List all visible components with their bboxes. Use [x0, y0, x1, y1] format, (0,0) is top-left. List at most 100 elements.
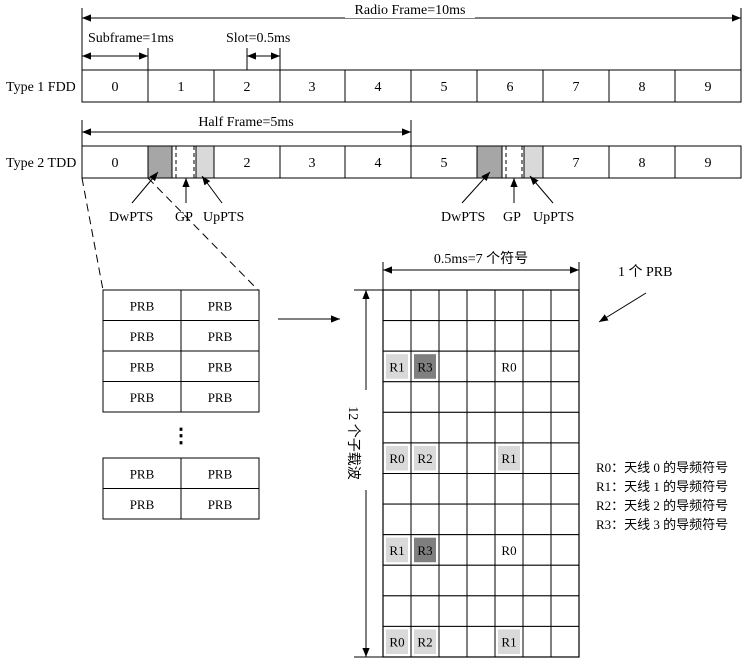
resource-element	[438, 350, 468, 383]
resource-element	[494, 564, 524, 597]
pilot-label-r1: R1	[501, 451, 516, 466]
prb-callout: 1 个 PRB	[598, 264, 672, 323]
special-subframe-callouts-2: DwPTS GP UpPTS	[441, 171, 574, 225]
fdd-subframe-5: 5	[441, 80, 448, 95]
legend-r0: R0：天线 0 的导频符号	[596, 460, 728, 475]
resource-element	[438, 595, 468, 627]
resource-element	[438, 503, 468, 536]
fdd-subframe-6: 6	[507, 80, 514, 95]
resource-element	[466, 595, 496, 627]
pilot-label-r1: R1	[501, 635, 516, 650]
legend-r1: R1：天线 1 的导频符号	[596, 479, 728, 494]
resource-element	[410, 381, 440, 413]
resource-element	[410, 564, 440, 597]
resource-element	[466, 472, 496, 505]
resource-element	[522, 595, 552, 627]
zoom-line-left	[81, 177, 104, 291]
prb-cell	[180, 488, 260, 520]
tdd-subframe-7: 7	[573, 156, 580, 171]
legend-r3: R3：天线 3 的导频符号	[596, 517, 728, 532]
legend-r2: R2：天线 2 的导频符号	[596, 498, 728, 513]
resource-element	[410, 320, 440, 352]
resource-element	[410, 411, 440, 444]
resource-element	[522, 625, 552, 658]
fdd-subframe-9: 9	[705, 80, 712, 95]
resource-element	[466, 350, 496, 383]
resource-element	[494, 595, 524, 627]
resource-element	[410, 503, 440, 536]
resource-element	[438, 564, 468, 597]
gp-label-2: GP	[503, 210, 521, 225]
fdd-subframe-7: 7	[573, 80, 580, 95]
prb-cell	[102, 289, 182, 321]
resource-element	[494, 411, 524, 444]
resource-element	[522, 289, 552, 322]
prb-callout-label: 1 个 PRB	[618, 264, 672, 280]
dwpts-label-2: DwPTS	[441, 210, 485, 225]
prb-cell	[102, 381, 182, 413]
gp-label-1: GP	[175, 210, 193, 225]
uppts-block-1	[195, 145, 215, 179]
prb-cell-label: PRB	[208, 298, 233, 313]
uppts-label-1: UpPTS	[203, 210, 244, 225]
frequency-dimension-label: 12 个子载波	[345, 406, 361, 480]
fdd-subframe-0: 0	[112, 80, 119, 95]
resource-element	[438, 442, 468, 474]
resource-element	[550, 503, 580, 536]
resource-element	[494, 320, 524, 352]
resource-element	[466, 411, 496, 444]
pilot-legend: R0：天线 0 的导频符号 R1：天线 1 的导频符号 R2：天线 2 的导频符…	[596, 460, 728, 532]
prb-cell-label: PRB	[130, 298, 155, 313]
pilot-cell-fill	[414, 445, 436, 471]
resource-element	[550, 534, 580, 566]
frequency-dimension: 12 个子载波	[345, 289, 383, 658]
resource-element	[522, 472, 552, 505]
resource-element	[438, 534, 468, 566]
tdd-label: Type 2 TDD	[6, 156, 76, 171]
resource-element	[550, 564, 580, 597]
resource-element	[410, 595, 440, 627]
prb-ellipsis: ⋮	[171, 425, 191, 447]
pilot-cell-fill	[386, 537, 408, 563]
resource-element	[522, 534, 552, 566]
radio-frame-dimension: Radio Frame=10ms	[81, 2, 742, 70]
slot-dimension: Slot=0.5ms	[226, 31, 290, 70]
prb-cell	[180, 381, 260, 413]
tdd-subframe-0: 0	[112, 156, 119, 171]
prb-cell-label: PRB	[130, 359, 155, 374]
pilot-label-r0: R0	[501, 543, 516, 558]
pilot-label-r2: R2	[417, 451, 432, 466]
pilot-label-r2: R2	[417, 635, 432, 650]
prb-cell-label: PRB	[130, 497, 155, 512]
resource-element	[466, 289, 496, 322]
pilot-cell-fill	[498, 537, 520, 563]
prb-cell	[180, 350, 260, 382]
pilot-cell-fill	[414, 354, 436, 379]
resource-element	[466, 381, 496, 413]
prb-cell-label: PRB	[130, 466, 155, 481]
prb-cell-label: PRB	[208, 359, 233, 374]
resource-element	[494, 381, 524, 413]
resource-element	[522, 381, 552, 413]
prb-cell	[102, 457, 182, 489]
tdd-subframe-9: 9	[705, 156, 712, 171]
prb-cell-label: PRB	[208, 390, 233, 405]
pilot-cell-fill	[498, 629, 520, 654]
resource-element	[522, 411, 552, 444]
fdd-subframe-4: 4	[375, 80, 382, 95]
pilot-label-r0: R0	[501, 359, 516, 374]
resource-element	[550, 595, 580, 627]
fdd-frame: 0 1 2 3 4 5 6 7 8 9	[81, 69, 742, 103]
resource-element	[438, 472, 468, 505]
tdd-frame: 0 2 3 4 5 7 8 9	[81, 145, 742, 179]
resource-element	[438, 625, 468, 658]
prb-cell-label: PRB	[208, 466, 233, 481]
fdd-subframe-3: 3	[309, 80, 316, 95]
pilot-label-r1: R1	[389, 359, 404, 374]
resource-element	[550, 289, 580, 322]
tdd-subframe-2: 2	[244, 156, 251, 171]
resource-element	[382, 381, 412, 413]
